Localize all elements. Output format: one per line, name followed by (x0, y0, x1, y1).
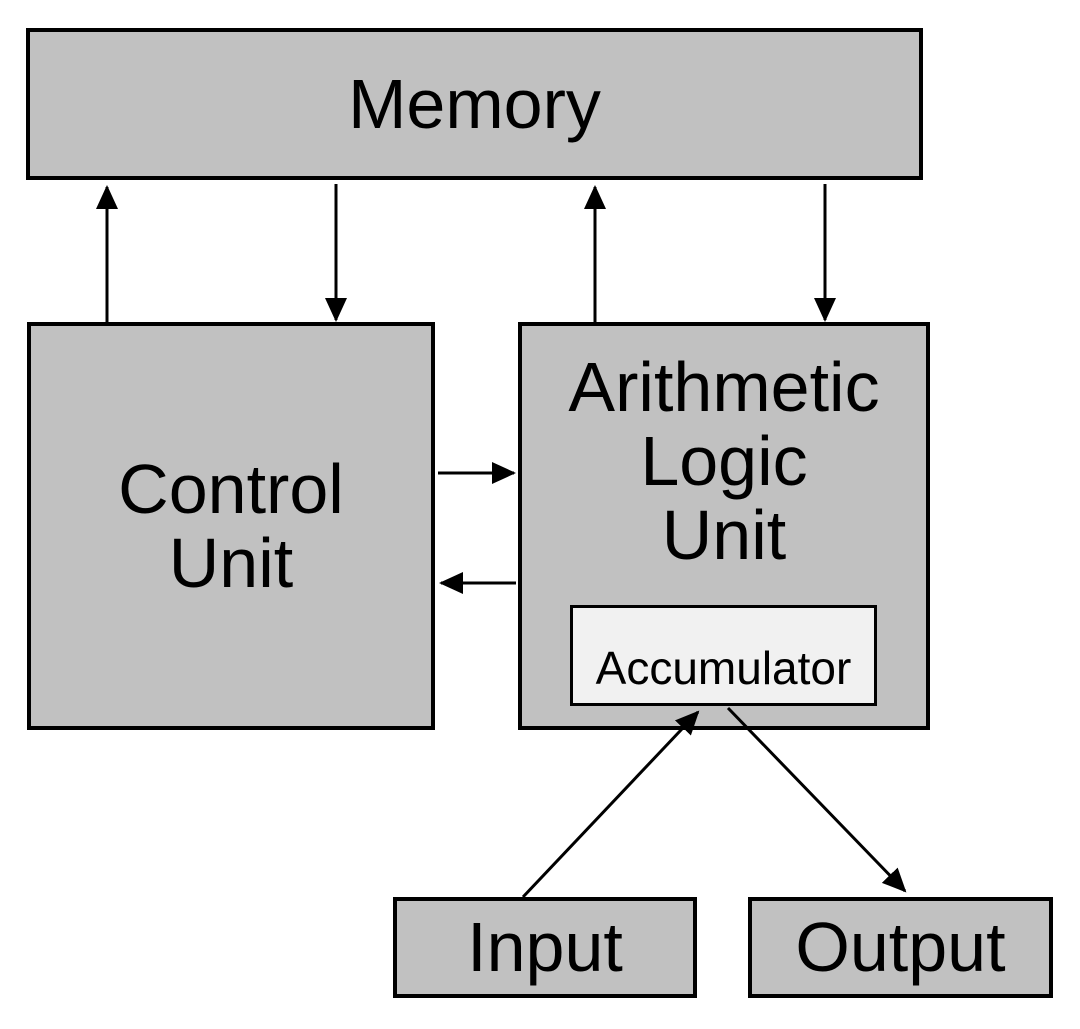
control-unit-box: Control Unit (27, 322, 435, 730)
output-label: Output (795, 908, 1006, 987)
control-unit-label: Control Unit (118, 449, 344, 602)
input-label: Input (467, 908, 623, 987)
accumulator-label: Accumulator (595, 641, 852, 694)
arrow-input-to-accumulator (521, 710, 700, 899)
memory-box: Memory (26, 28, 923, 180)
arithmetic-logic-unit-box: Arithmetic Logic Unit Accumulator (518, 322, 930, 730)
memory-label: Memory (348, 64, 601, 143)
input-box: Input (393, 897, 697, 998)
arrow-accumulator-to-output (726, 706, 907, 893)
accumulator-box: Accumulator (570, 605, 877, 706)
output-box: Output (748, 897, 1053, 998)
arithmetic-logic-unit-label: Arithmetic Logic Unit (568, 348, 880, 575)
